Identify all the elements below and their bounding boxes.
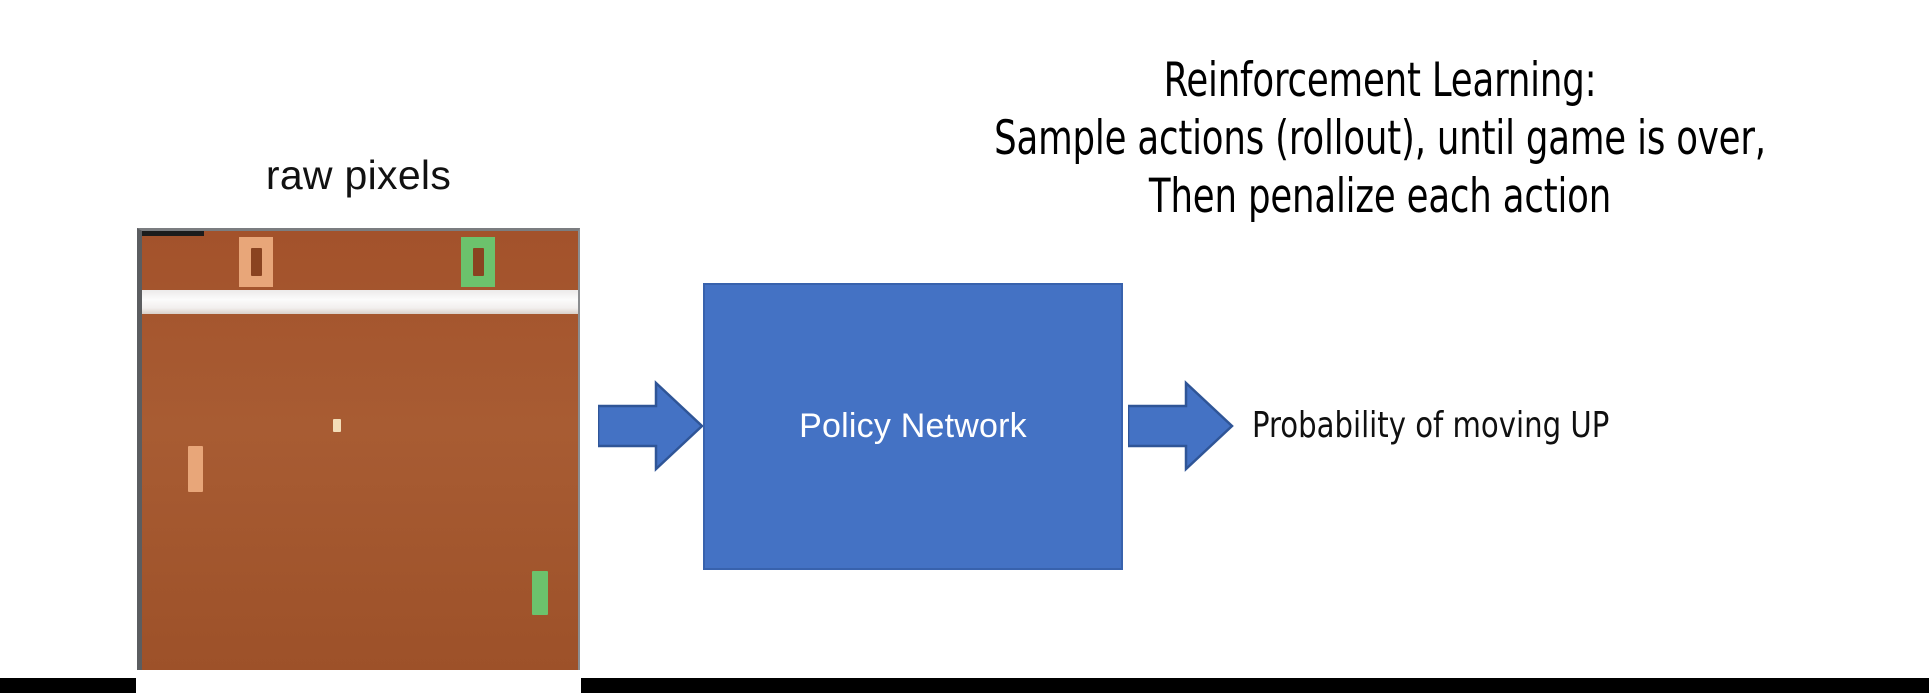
raw-pixels-caption: raw pixels	[265, 152, 452, 198]
score-right-digit-glyph	[472, 248, 484, 276]
slide-title: Reinforcement Learning: Sample actions (…	[758, 52, 1929, 226]
pong-paddle-left	[188, 446, 203, 492]
pong-ball	[333, 419, 341, 432]
bottom-bar-left	[0, 678, 136, 693]
pong-score-right	[461, 237, 495, 287]
pong-score-left	[239, 237, 273, 287]
pong-top-edge	[142, 231, 204, 236]
score-left-digit-glyph	[250, 248, 262, 276]
title-line-2: Sample actions (rollout), until game is …	[994, 111, 1766, 166]
pong-game-screen	[137, 228, 580, 670]
policy-network-box[interactable]: Policy Network	[703, 283, 1123, 570]
bottom-bar-right	[581, 678, 1929, 693]
pong-paddle-right	[532, 571, 548, 615]
title-line-1: Reinforcement Learning:	[1163, 53, 1597, 108]
title-line-3: Then penalize each action	[1148, 169, 1612, 224]
input-arrow-icon	[598, 380, 704, 472]
pong-playfield	[142, 231, 578, 670]
output-probability-label: Probability of moving UP	[1252, 405, 1610, 446]
policy-network-label: Policy Network	[799, 407, 1027, 445]
pong-divider-line	[142, 290, 578, 314]
output-arrow-icon	[1128, 380, 1234, 472]
